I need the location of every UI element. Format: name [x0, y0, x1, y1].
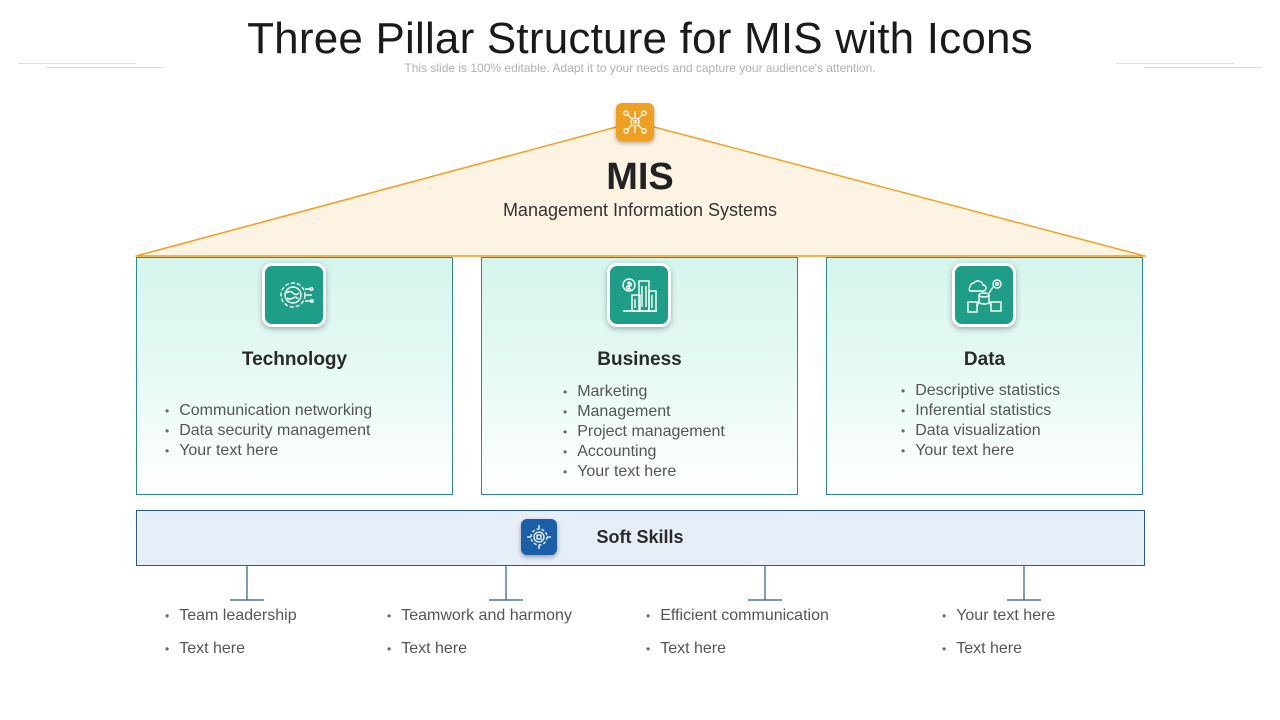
list-item: Inferential statistics	[901, 401, 1060, 421]
brain-gear-icon	[521, 519, 557, 555]
list-item: Descriptive statistics	[901, 381, 1060, 401]
foundation-item: Text here	[387, 640, 467, 658]
foundation-item: Team leadership	[165, 607, 296, 625]
foundation-item: Efficient communication	[646, 607, 829, 625]
list-item: Your text here	[901, 441, 1060, 461]
pillar-business: Business Marketing Management Project ma…	[481, 257, 798, 495]
pillar-list: Descriptive statistics Inferential stati…	[901, 381, 1060, 461]
foundation-bar	[136, 510, 1145, 566]
foundation-item: Your text here	[942, 607, 1055, 625]
pillar-list: Communication networking Data security m…	[165, 401, 372, 461]
list-item: Communication networking	[165, 401, 372, 421]
roof-subtitle: Management Information Systems	[502, 200, 778, 220]
globe-gear-icon	[262, 263, 326, 327]
foundation-item: Teamwork and harmony	[387, 607, 572, 625]
pillar-title: Data	[963, 349, 1006, 370]
list-item: Project management	[563, 422, 725, 442]
foundation-title: Soft Skills	[596, 527, 684, 547]
foundation-item: Text here	[165, 640, 245, 658]
decorative-line-right-2	[1144, 67, 1262, 68]
decorative-line-left-1	[18, 63, 136, 64]
list-item: Accounting	[563, 442, 725, 462]
list-item: Your text here	[563, 462, 725, 482]
buildings-dollar-icon	[607, 263, 671, 327]
page-title: Three Pillar Structure for MIS with Icon…	[247, 14, 1033, 63]
pillar-data: Data Descriptive statistics Inferential …	[826, 257, 1143, 495]
pillar-title: Business	[597, 349, 682, 370]
list-item: Your text here	[165, 441, 372, 461]
pillar-list: Marketing Management Project management …	[563, 382, 725, 482]
decorative-line-right-1	[1116, 63, 1234, 64]
foundation-item: Text here	[942, 640, 1022, 658]
page-subtitle: This slide is 100% editable. Adapt it to…	[404, 61, 876, 75]
database-flow-icon	[952, 263, 1016, 327]
list-item: Data security management	[165, 421, 372, 441]
settings-network-icon	[616, 103, 654, 141]
list-item: Marketing	[563, 382, 725, 402]
roof-title: MIS	[606, 156, 674, 198]
pillar-technology: Technology Communication networking Data…	[136, 257, 453, 495]
foundation-item: Text here	[646, 640, 726, 658]
list-item: Management	[563, 402, 725, 422]
roof-triangle	[135, 121, 1146, 257]
list-item: Data visualization	[901, 421, 1060, 441]
foundation-connectors	[230, 566, 1041, 601]
pillar-title: Technology	[241, 349, 348, 370]
decorative-line-left-2	[46, 67, 164, 68]
